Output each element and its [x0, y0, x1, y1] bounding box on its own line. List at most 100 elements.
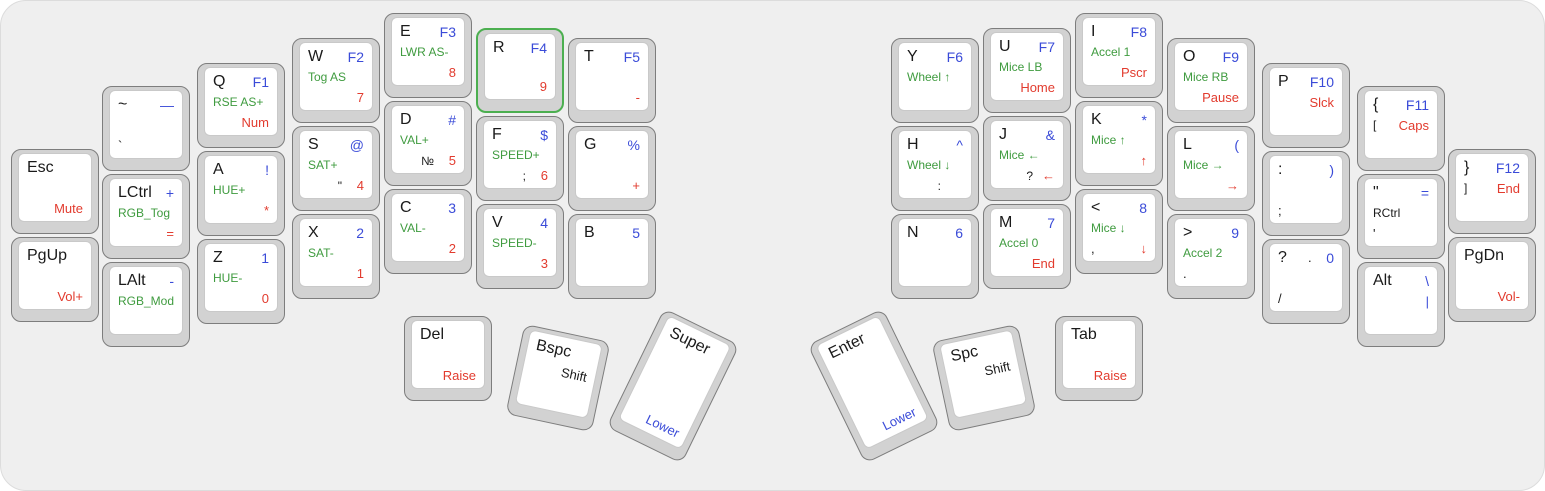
key-o-legend-tl: O [1183, 48, 1196, 65]
key-period-legend-ml: Accel 2 [1183, 246, 1223, 260]
key-r-legend-br: 9 [539, 78, 547, 94]
key-rbracket[interactable]: }F12]End [1448, 149, 1536, 234]
key-e-legend-br: 8 [448, 64, 456, 80]
key-m-legend-tl: M [999, 214, 1013, 231]
key-h-legend-tl: H [907, 136, 919, 153]
key-k[interactable]: K*Mice ↑↑ [1075, 101, 1163, 186]
keycap-lctrl: LCtrl+RGB_Tog= [109, 178, 183, 247]
key-del-legend-br: Raise [442, 367, 476, 383]
key-h[interactable]: H^Wheel ↓: [891, 126, 979, 211]
key-lbracket-legend-mr: Caps [1398, 118, 1429, 133]
key-slash[interactable]: ?.0/ [1262, 239, 1350, 324]
key-lctrl[interactable]: LCtrl+RGB_Tog= [102, 174, 190, 259]
key-v-legend-tl: V [492, 214, 503, 231]
key-pgdn-legend-br: Vol- [1497, 288, 1520, 304]
key-slash-legend-bl: / [1278, 290, 1282, 306]
key-u-legend-tl: U [999, 38, 1011, 55]
keycap-grave: ~—` [109, 90, 183, 159]
key-i-legend-tl: I [1091, 23, 1096, 40]
key-l[interactable]: L(Mice →→ [1167, 126, 1255, 211]
key-q-legend-tr: F1 [252, 74, 269, 90]
key-n-legend-tr: 6 [955, 225, 963, 241]
key-q-legend-ml: RSE AS+ [213, 95, 264, 109]
key-d-legend-ml: VAL+ [400, 133, 429, 147]
key-t-legend-tr: F5 [623, 49, 640, 65]
keycap-rbracket: }F12]End [1455, 153, 1529, 222]
key-d-legend-tl: D [400, 111, 412, 128]
key-grave[interactable]: ~—` [102, 86, 190, 171]
key-ralt[interactable]: Alt\| [1357, 262, 1445, 347]
key-q-legend-br: Num [241, 114, 269, 130]
key-i-legend-ml: Accel 1 [1091, 45, 1131, 59]
key-q-legend-tl: Q [213, 73, 226, 90]
key-s-legend-bm: " [337, 178, 342, 193]
key-g-legend-tl: G [584, 136, 597, 153]
key-h-legend-ml: Wheel ↓ [907, 158, 951, 172]
key-a-legend-tr: ! [265, 162, 269, 178]
key-g[interactable]: G%+ [568, 126, 656, 211]
key-o-legend-br: Pause [1202, 89, 1239, 105]
key-quote[interactable]: "=RCtrl' [1357, 174, 1445, 259]
key-lctrl-legend-br: = [166, 225, 174, 241]
key-z-legend-tl: Z [213, 249, 223, 266]
key-j[interactable]: J&Mice ←?← [983, 116, 1071, 201]
key-z-legend-tr: 1 [261, 250, 269, 266]
key-m-legend-ml: Accel 0 [999, 236, 1039, 250]
keycap-lalt: LAlt-RGB_Mod [109, 266, 183, 335]
key-a[interactable]: A!HUE+* [197, 151, 285, 236]
key-w-legend-br: 7 [356, 89, 364, 105]
key-r-legend-tr: F4 [530, 40, 547, 56]
key-lalt[interactable]: LAlt-RGB_Mod [102, 262, 190, 347]
key-semicolon[interactable]: :); [1262, 151, 1350, 236]
keycap-k: K*Mice ↑↑ [1082, 105, 1156, 174]
key-quote-legend-tl: " [1373, 184, 1379, 201]
key-lbracket[interactable]: {F11[Caps [1357, 86, 1445, 171]
key-enter-legend-tl: Enter [826, 330, 868, 363]
key-f[interactable]: F$SPEED+;6 [476, 116, 564, 201]
key-lalt-legend-tr: - [169, 273, 174, 289]
key-s[interactable]: S@SAT+"4 [292, 126, 380, 211]
keycap-j: J&Mice ←?← [990, 120, 1064, 189]
key-lbracket-legend-tr: F11 [1405, 97, 1429, 113]
